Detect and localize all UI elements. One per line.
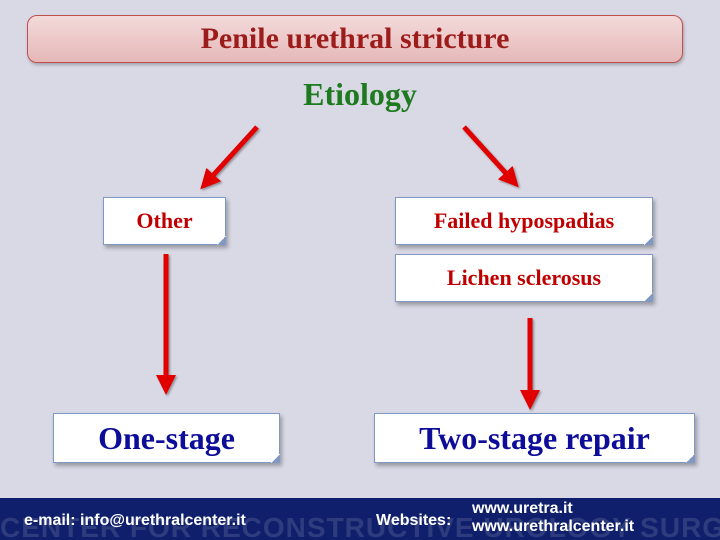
- footer-websites-label: Websites:: [376, 512, 452, 529]
- folded-corner-icon: [644, 293, 653, 302]
- folded-corner-icon: [217, 236, 226, 245]
- folded-corner-icon: [271, 454, 280, 463]
- node-lichen-sclerosus: Lichen sclerosus: [395, 254, 653, 302]
- folded-corner-icon: [686, 454, 695, 463]
- footer-site-uretra: www.uretra.it: [472, 500, 573, 517]
- node-failed-hypospadias: Failed hypospadias: [395, 197, 653, 245]
- node-other-label: Other: [136, 208, 193, 233]
- slide-title: Penile urethral stricture: [200, 22, 510, 55]
- title-box: Penile urethral stricture: [27, 15, 683, 63]
- footer-site-urethralcenter: www.urethralcenter.it: [472, 518, 635, 535]
- arrow-etiology-to-failed: [462, 125, 519, 188]
- footer-email: e-mail: info@urethralcenter.it: [24, 512, 246, 529]
- arrow-etiology-to-other: [200, 125, 259, 190]
- folded-corner-icon: [644, 236, 653, 245]
- node-two-stage-repair-label: Two-stage repair: [419, 419, 650, 456]
- node-failed-hypospadias-label: Failed hypospadias: [433, 208, 615, 233]
- node-two-stage-repair: Two-stage repair: [374, 413, 695, 463]
- arrows-layer: [156, 125, 540, 410]
- node-one-stage-label: One-stage: [98, 419, 235, 456]
- footer-watermark: CENTER FOR RECONSTRUCTIVE UROLOGY SURGER…: [0, 512, 720, 540]
- node-other: Other: [103, 197, 226, 245]
- footer-bar: CENTER FOR RECONSTRUCTIVE UROLOGY SURGER…: [0, 498, 720, 540]
- node-lichen-sclerosus-label: Lichen sclerosus: [446, 265, 602, 290]
- subtitle-etiology: Etiology: [303, 76, 417, 112]
- node-one-stage: One-stage: [53, 413, 280, 463]
